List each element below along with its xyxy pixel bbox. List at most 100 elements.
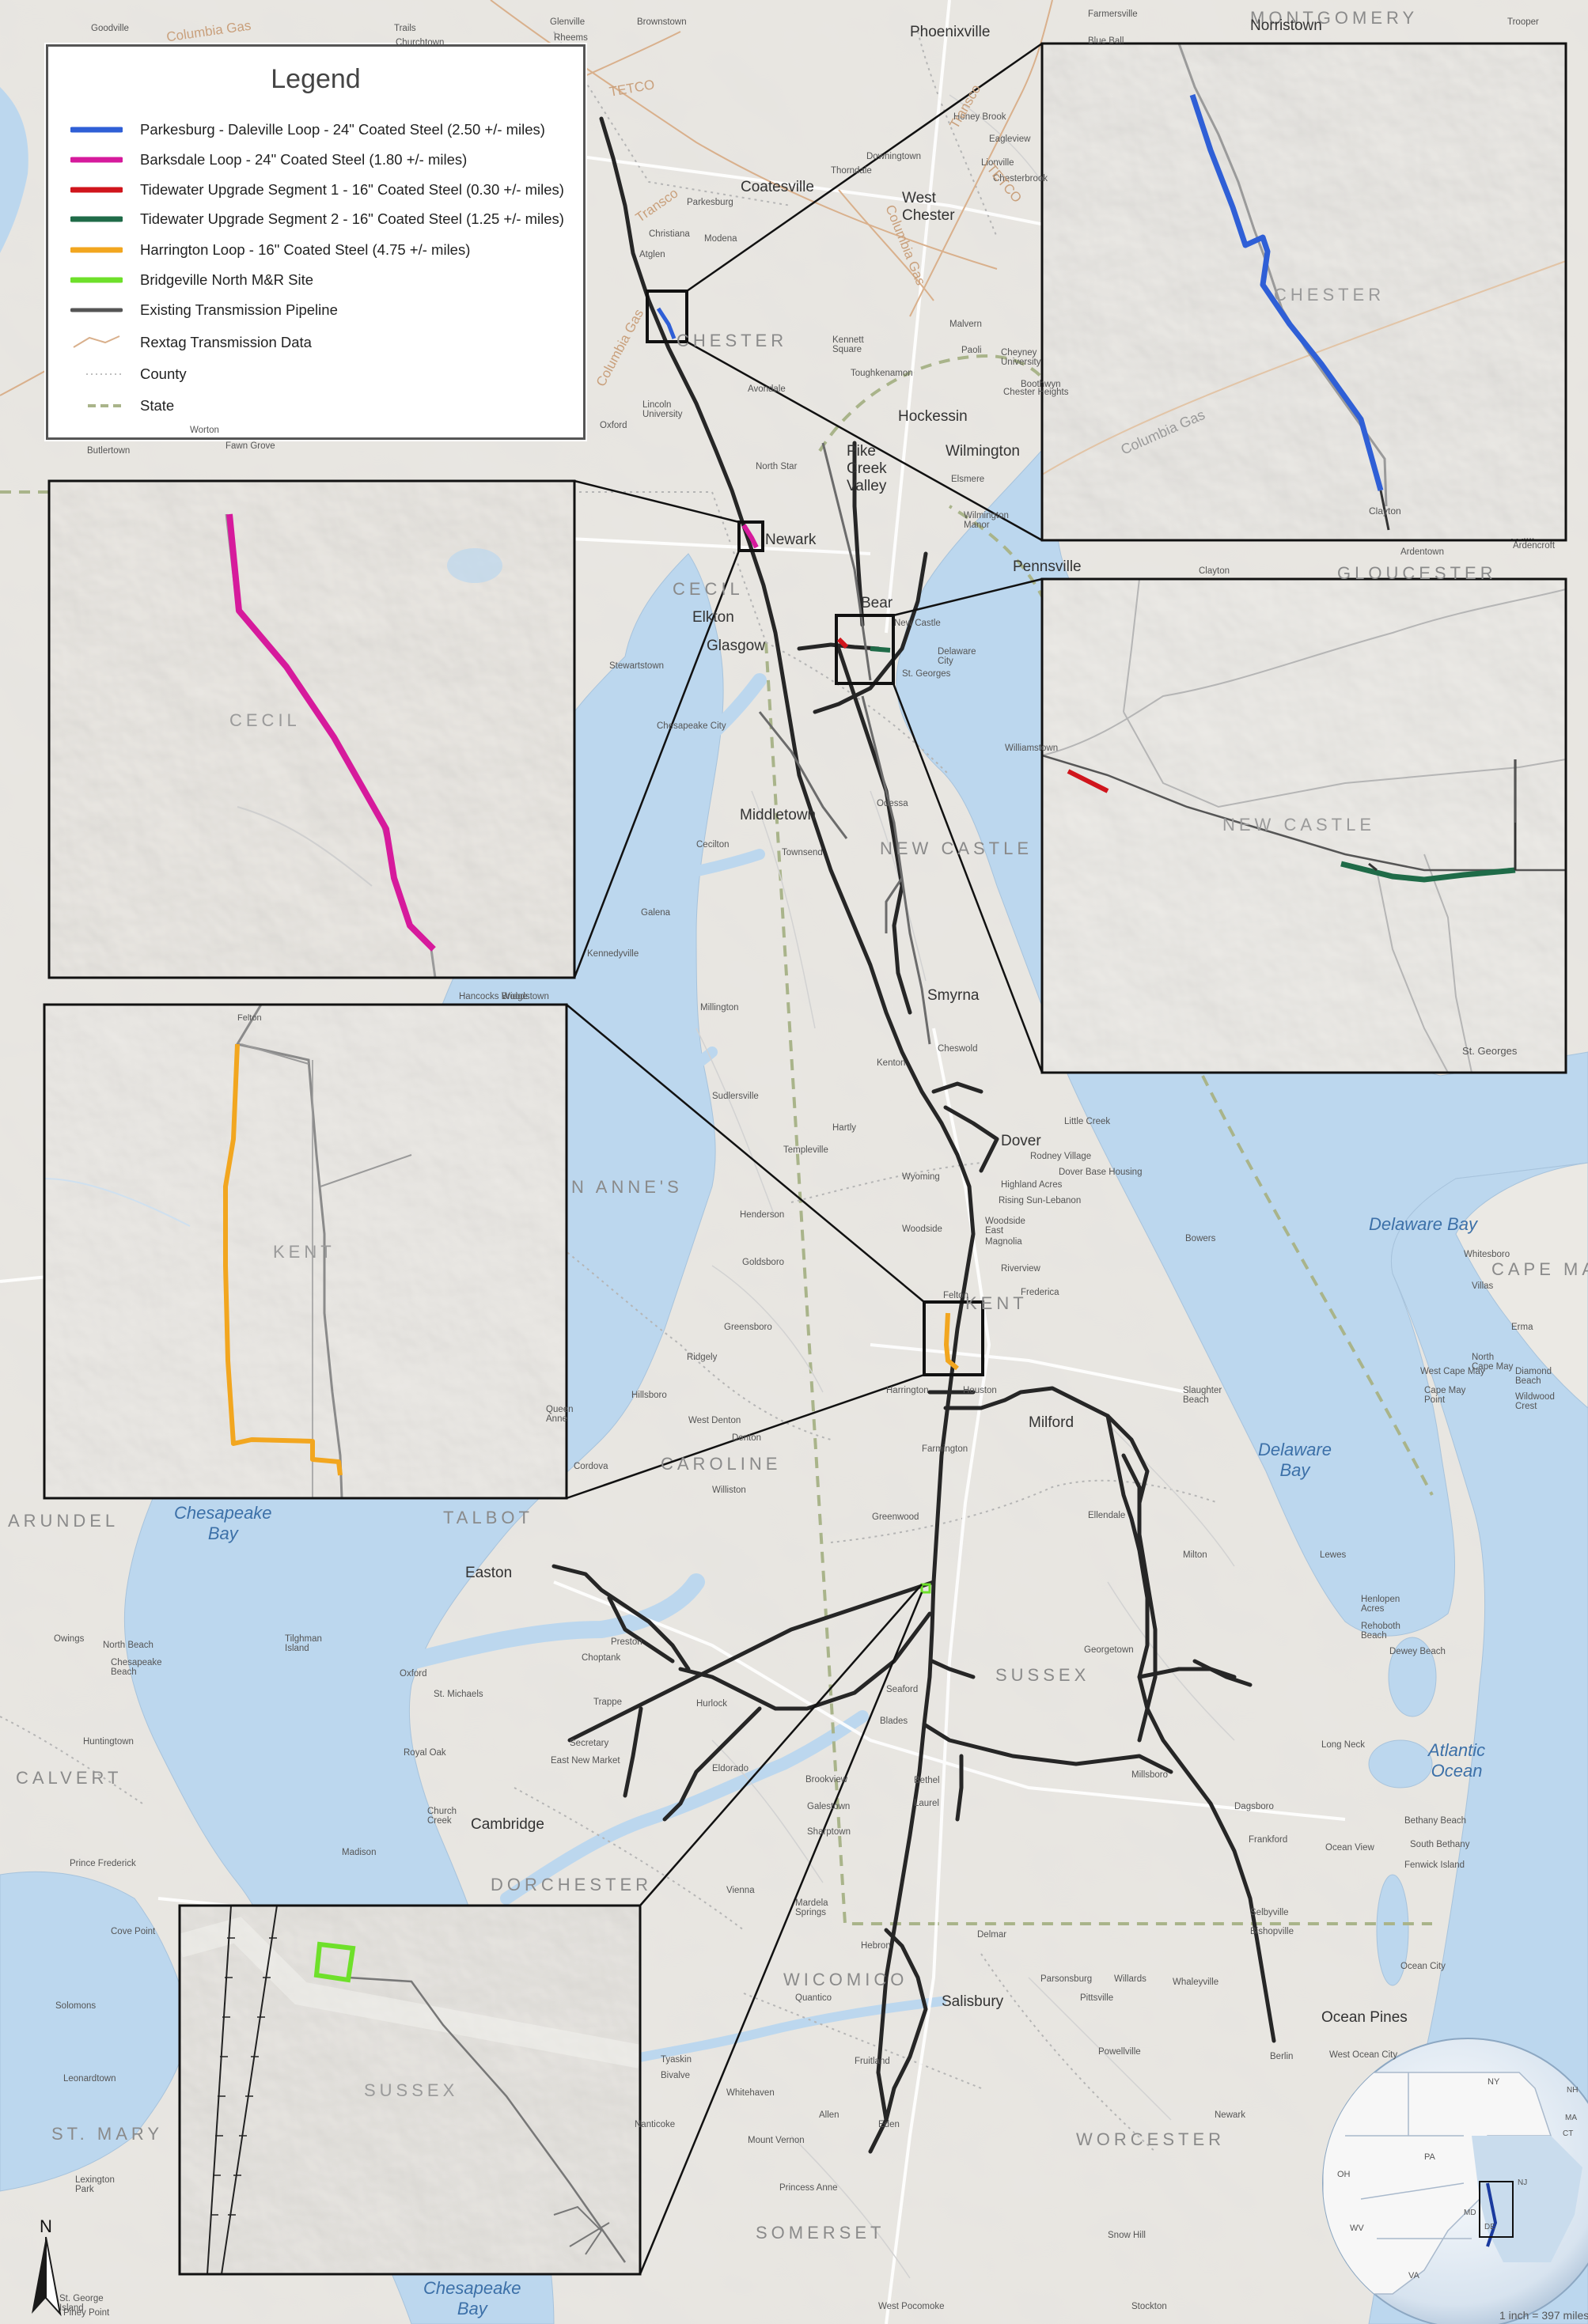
inset-harrington[interactable]: KENT Felton [43, 1003, 568, 1500]
town-label: Solomons [55, 2001, 97, 2011]
county-label: CAPE MAY [1491, 1259, 1588, 1279]
inset-bridgeville[interactable]: SUSSEX [178, 1904, 642, 2276]
town-label: Rodney Village [1030, 1152, 1092, 1161]
city-label: Phoenixville [910, 24, 991, 40]
city-label: Wilmington [946, 443, 1020, 460]
town-label: Kenton [877, 1058, 906, 1068]
town-label: West Ocean City [1329, 2050, 1398, 2060]
town-label: Hartly [832, 1123, 857, 1133]
locator-globe[interactable]: NY NH MA CT NJ PA OH MD DE WV VA [1322, 2038, 1588, 2324]
town-label: Honey Brook [953, 112, 1006, 122]
town-label: Goodville [91, 24, 129, 33]
town-label: Harrington [886, 1386, 929, 1395]
legend-label: Bridgeville North M&R Site [140, 271, 313, 288]
town-label: Trappe [593, 1698, 623, 1707]
legend-item: Harrington Loop - 16" Coated Steel (4.75… [69, 237, 470, 263]
town-label: Hurlock [696, 1699, 727, 1709]
state-line-de-md [764, 642, 1432, 1925]
county-label: TALBOT [443, 1508, 533, 1527]
inset-tidewater[interactable]: NEW CASTLE St. Georges [1040, 577, 1567, 1074]
town-label: Millsboro [1131, 1770, 1169, 1780]
inset-a-town2: Williamstown [1511, 537, 1585, 551]
town-label: Woodside [902, 1224, 942, 1234]
legend-symbol-icon [69, 152, 124, 168]
town-label: Sudlersville [712, 1092, 759, 1101]
inset-c-town: St. Georges [1462, 1045, 1518, 1057]
town-label: Odessa [877, 799, 908, 808]
town-label: Bishopville [1250, 1927, 1294, 1936]
city-label: Ocean Pines [1321, 2009, 1408, 2026]
county-label: DORCHESTER [491, 1875, 653, 1894]
town-label: Eden [878, 2120, 900, 2129]
legend-label: Tidewater Upgrade Segment 1 - 16" Coated… [140, 181, 564, 198]
town-label: Paoli [961, 346, 982, 355]
town-label: Stewartstown [609, 661, 665, 671]
town-label: Dagsboro [1234, 1802, 1274, 1811]
town-label: Ardentown [1400, 547, 1444, 557]
marker-parkesburg[interactable] [646, 290, 688, 343]
segment-harrington [943, 1312, 959, 1371]
county-label: GLOUCESTER [1337, 563, 1497, 583]
inset-barksdale[interactable]: CECIL [47, 479, 576, 979]
legend-symbol-icon [69, 272, 124, 288]
locator-label-oh: OH [1337, 2170, 1351, 2179]
town-label: North Star [756, 462, 798, 471]
town-label: Villas [1472, 1281, 1494, 1291]
town-label: Piney Point [63, 2308, 110, 2318]
town-label: Christiana [649, 229, 690, 239]
north-label: N [40, 2216, 52, 2236]
city-label: Pennsville [1013, 558, 1082, 575]
town-label: Wyoming [902, 1172, 940, 1182]
town-label: Bowers [1185, 1234, 1216, 1243]
town-label: Georgetown [1084, 1645, 1134, 1655]
marker-tidewater[interactable] [835, 614, 895, 685]
state-line-bay [1201, 1075, 1434, 1496]
town-label: Mount Vernon [748, 2136, 805, 2145]
existing-pipelines-grey [758, 442, 931, 1045]
town-label: Willards [1114, 1974, 1146, 1984]
marker-harrington[interactable] [923, 1300, 984, 1376]
town-label: Seaford [886, 1685, 919, 1694]
marker-bridgeville[interactable] [920, 1583, 931, 1594]
town-label: Houston [963, 1386, 997, 1395]
town-label: Little Creek [1064, 1117, 1111, 1126]
town-label: Hillsboro [631, 1391, 667, 1400]
town-label: Secretary [570, 1739, 609, 1748]
county-label: CAROLINE [661, 1454, 782, 1474]
city-label: Newark [765, 532, 817, 548]
legend-symbol-icon [70, 302, 123, 318]
legend-symbol-icon [69, 182, 124, 198]
inset-parkesburg[interactable]: CHESTER Columbia Gas Clayton Williamstow… [1040, 42, 1585, 551]
town-label: Williston [712, 1486, 746, 1495]
legend-item: Tidewater Upgrade Segment 2 - 16" Coated… [69, 206, 564, 233]
town-label: Newark [1215, 2110, 1245, 2120]
inset-d-town: Felton [237, 1013, 262, 1023]
town-label: Ocean City [1400, 1962, 1446, 1971]
town-label: Whitehaven [726, 2088, 775, 2098]
town-label: Glenville [550, 17, 586, 27]
town-label: Rising Sun-Lebanon [999, 1196, 1082, 1206]
county-label: N ANNE'S [571, 1177, 683, 1197]
town-label: Tyaskin [661, 2055, 692, 2065]
scale-text: 1 inch = 397 miles [1499, 2309, 1588, 2322]
legend-symbol-icon [69, 242, 124, 258]
town-label: Kennedyville [587, 949, 639, 959]
town-label: Whitesboro [1464, 1250, 1510, 1259]
town-label: Blades [880, 1717, 908, 1726]
town-label: Parkesburg [687, 198, 733, 207]
town-label: Farmington [922, 1444, 968, 1454]
town-label: Whaleyville [1173, 1978, 1219, 1987]
town-label: Churchtown [396, 38, 445, 47]
town-label: Brownstown [637, 17, 687, 27]
marker-barksdale[interactable] [737, 520, 764, 552]
inset-e-county: SUSSEX [364, 2080, 458, 2100]
